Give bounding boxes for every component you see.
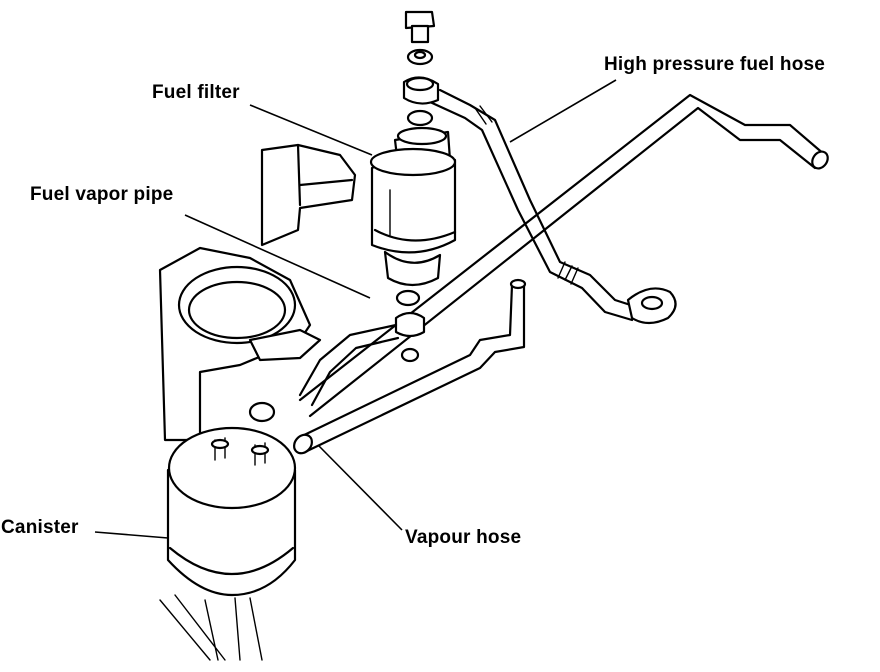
vapour-hose — [293, 278, 527, 455]
leader-high-pressure-fuel-hose — [509, 79, 617, 143]
label-fuel-filter: Fuel filter — [152, 82, 240, 103]
banjo-bolt — [402, 10, 440, 127]
leader-lines — [94, 79, 617, 539]
leader-fuel-filter — [249, 104, 373, 156]
leader-vapour-hose — [317, 444, 403, 531]
mounting-bracket — [260, 143, 357, 247]
fuel-filter — [369, 126, 457, 307]
leader-fuel-vapor-pipe — [184, 214, 371, 299]
fuel-vapor-pipe — [298, 93, 829, 418]
canister — [159, 401, 297, 661]
high-pressure-fuel-hose — [428, 88, 677, 325]
label-fuel-vapor-pipe: Fuel vapor pipe — [30, 184, 174, 205]
label-high-pressure-fuel-hose: High pressure fuel hose — [604, 54, 826, 75]
label-canister: Canister — [1, 517, 79, 538]
canister-holder — [158, 246, 322, 442]
leader-canister — [94, 531, 169, 539]
vapour-connector — [298, 311, 426, 407]
label-vapour-hose: Vapour hose — [405, 527, 522, 548]
